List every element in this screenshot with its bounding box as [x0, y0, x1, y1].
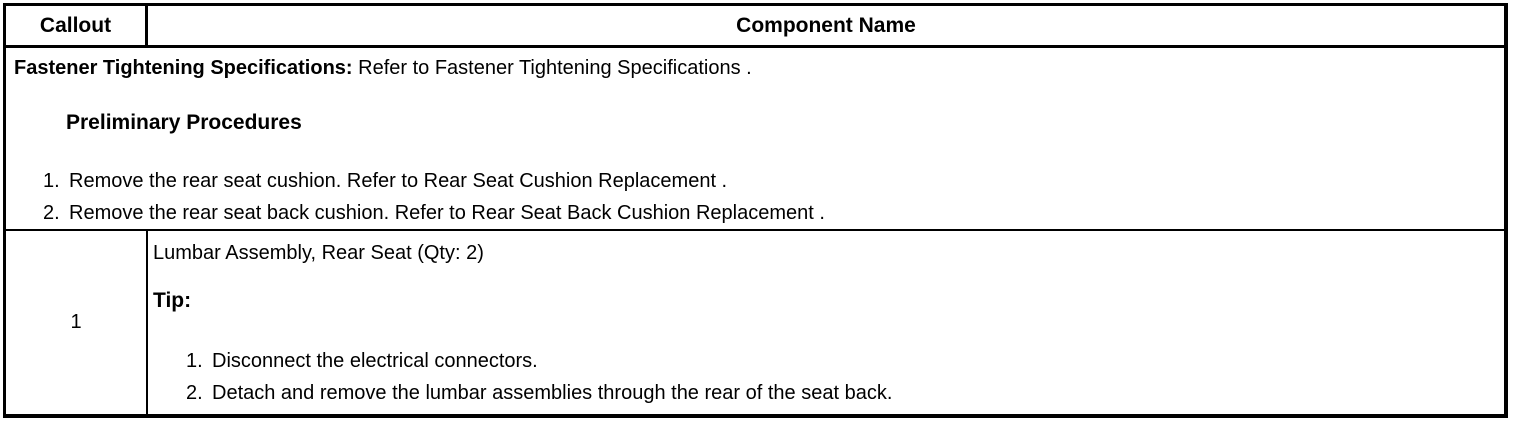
table-header-row: Callout Component Name [6, 6, 1504, 48]
callout-cell: 1 [6, 231, 148, 414]
component-name: Lumbar Assembly, Rear Seat (Qty: 2) [153, 242, 484, 264]
list-number: 2. [186, 382, 203, 404]
list-number: 1. [186, 350, 203, 372]
tip-step-2: 2. Detach and remove the lumbar assembli… [186, 377, 1496, 409]
fastener-spec-reference: Refer to Fastener Tightening Specificati… [352, 57, 752, 79]
preliminary-steps-list: 1. Remove the rear seat cushion. Refer t… [43, 165, 1494, 229]
callout-column-header: Callout [6, 6, 148, 45]
preliminary-procedures-row: Fastener Tightening Specifications: Refe… [6, 48, 1504, 231]
tip-steps-list: 1. Disconnect the electrical connectors.… [186, 345, 1496, 409]
list-number: 2. [43, 202, 60, 224]
component-callout-table: Callout Component Name Fastener Tighteni… [3, 3, 1508, 418]
preliminary-step-2: 2. Remove the rear seat back cushion. Re… [43, 197, 1494, 229]
preliminary-procedures-heading: Preliminary Procedures [66, 111, 302, 134]
component-description-cell: Lumbar Assembly, Rear Seat (Qty: 2) Tip:… [148, 231, 1504, 414]
list-text: Remove the rear seat cushion. Refer to R… [69, 170, 728, 192]
component-table-row: 1 Lumbar Assembly, Rear Seat (Qty: 2) Ti… [6, 231, 1504, 414]
list-text: Remove the rear seat back cushion. Refer… [69, 202, 825, 224]
tip-label: Tip: [153, 289, 192, 312]
list-number: 1. [43, 170, 60, 192]
list-text: Detach and remove the lumbar assemblies … [212, 382, 893, 404]
preliminary-step-1: 1. Remove the rear seat cushion. Refer t… [43, 165, 1494, 197]
tip-step-1: 1. Disconnect the electrical connectors. [186, 345, 1496, 377]
fastener-spec-line: Fastener Tightening Specifications: Refe… [14, 57, 1494, 80]
component-name-column-header: Component Name [736, 13, 916, 37]
fastener-spec-label: Fastener Tightening Specifications: [14, 57, 353, 79]
list-text: Disconnect the electrical connectors. [212, 350, 538, 372]
